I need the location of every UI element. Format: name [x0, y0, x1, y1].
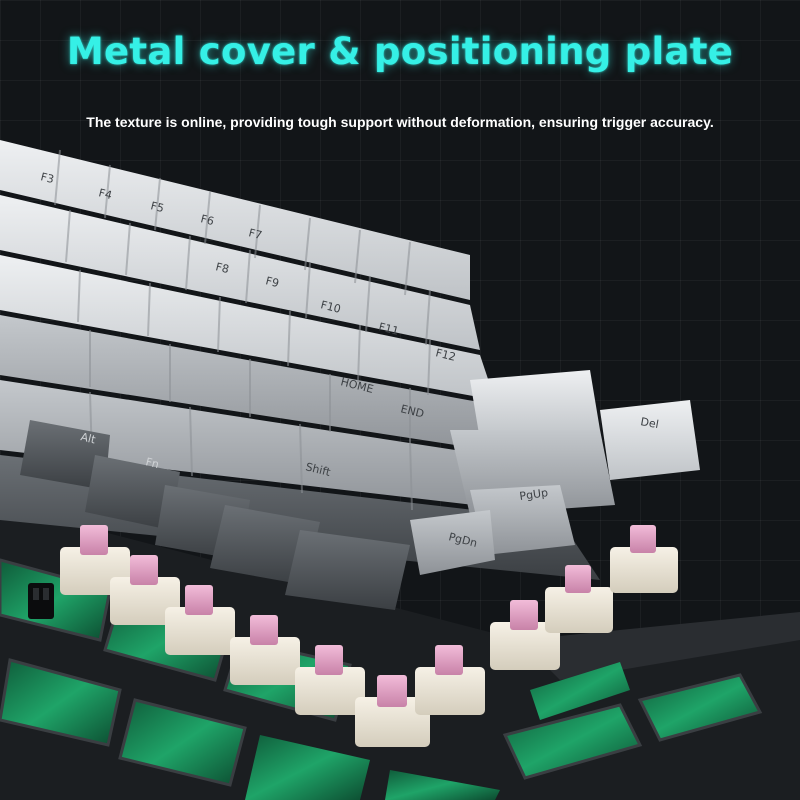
- headline: Metal cover & positioning plate: [66, 30, 734, 73]
- legend-f5: F5: [149, 199, 165, 215]
- legend-pgup: PgUp: [519, 486, 549, 503]
- legend-shift: Shift: [304, 460, 332, 479]
- legend-del: Del: [639, 415, 659, 431]
- switch: [295, 645, 365, 715]
- switch: [545, 565, 613, 633]
- legend-f12: F12: [434, 346, 457, 364]
- legend-fn: Fn: [144, 455, 160, 471]
- switch: [490, 600, 560, 670]
- connector: [28, 583, 54, 619]
- legend-f10: F10: [319, 298, 342, 316]
- switches: [60, 525, 678, 747]
- legend-f6: F6: [199, 212, 215, 228]
- legend-f4: F4: [97, 186, 113, 202]
- switch: [355, 675, 430, 747]
- legend-f11: F11: [377, 320, 400, 338]
- legend-end: END: [399, 402, 425, 420]
- switch: [415, 645, 485, 715]
- legend-f9: F9: [264, 274, 280, 290]
- legend-f8: F8: [214, 260, 230, 276]
- switch: [165, 585, 235, 655]
- legend-f7: F7: [247, 226, 263, 242]
- legend-alt: Alt: [79, 430, 97, 446]
- legend-f3: F3: [39, 170, 55, 186]
- switch: [230, 615, 300, 685]
- front-keycaps: [20, 420, 495, 610]
- switch: [110, 555, 180, 625]
- subheadline: The texture is online, providing tough s…: [86, 114, 714, 130]
- switch: [610, 525, 678, 593]
- plate-edge: [520, 612, 800, 680]
